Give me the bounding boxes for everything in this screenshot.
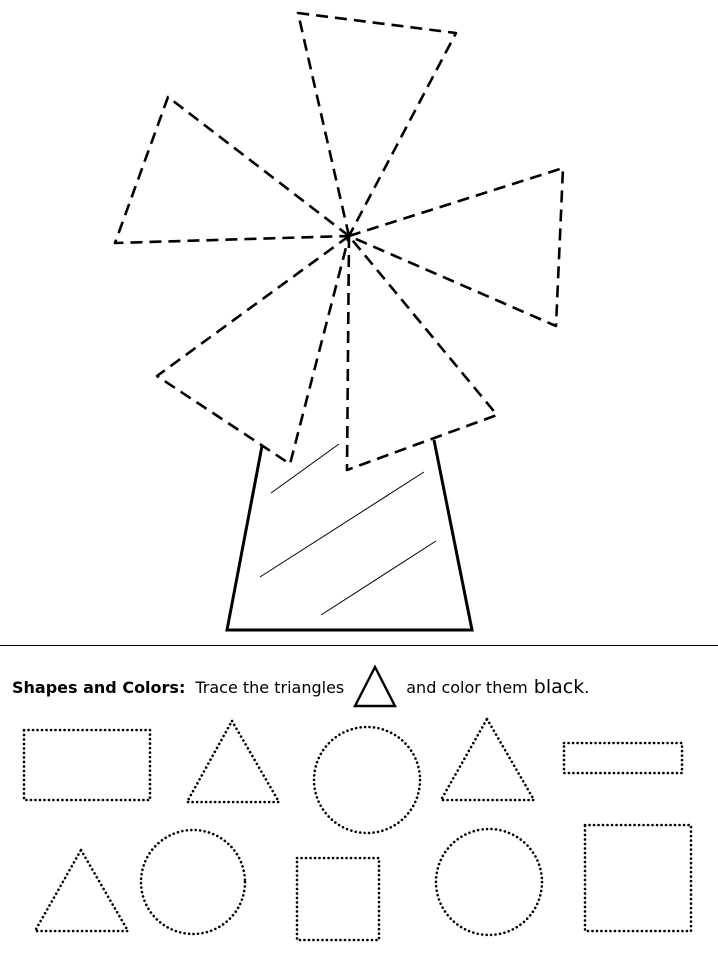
tower-window-line [270, 443, 340, 494]
dotted-square[interactable] [583, 823, 693, 933]
dotted-triangle[interactable] [184, 718, 282, 804]
tower-window-line [320, 540, 437, 616]
dotted-square[interactable] [295, 856, 381, 942]
instruction-text-before: Trace the triangles [195, 677, 345, 697]
windmill-blade-lower-left[interactable] [155, 234, 351, 466]
dotted-circle[interactable] [312, 725, 422, 835]
windmill-blade-left[interactable] [113, 95, 351, 245]
practice-shapes [22, 716, 693, 942]
instruction-lead: Shapes and Colors: [12, 677, 186, 697]
instruction-text-after: and color them [406, 677, 528, 697]
triangle-icon [353, 664, 398, 708]
windmill-tower [225, 439, 474, 632]
dotted-rectangle[interactable] [22, 728, 152, 802]
dotted-triangle[interactable] [32, 847, 131, 933]
section-divider [0, 645, 718, 646]
windmill-blade-right[interactable] [347, 166, 565, 328]
tower-window-line [259, 471, 425, 578]
windmill-blade-top[interactable] [296, 11, 458, 238]
windmill-drawing [113, 11, 565, 632]
instruction-color-word: black [533, 676, 585, 698]
dotted-rectangle[interactable] [562, 741, 684, 775]
instruction-period: . [584, 677, 590, 697]
instruction-line: Shapes and Colors: Trace the triangles a… [12, 664, 590, 708]
dotted-circle[interactable] [434, 827, 544, 937]
dotted-circle[interactable] [139, 828, 247, 936]
windmill-blade-lower-right[interactable] [345, 234, 499, 472]
dotted-triangle[interactable] [438, 716, 537, 802]
